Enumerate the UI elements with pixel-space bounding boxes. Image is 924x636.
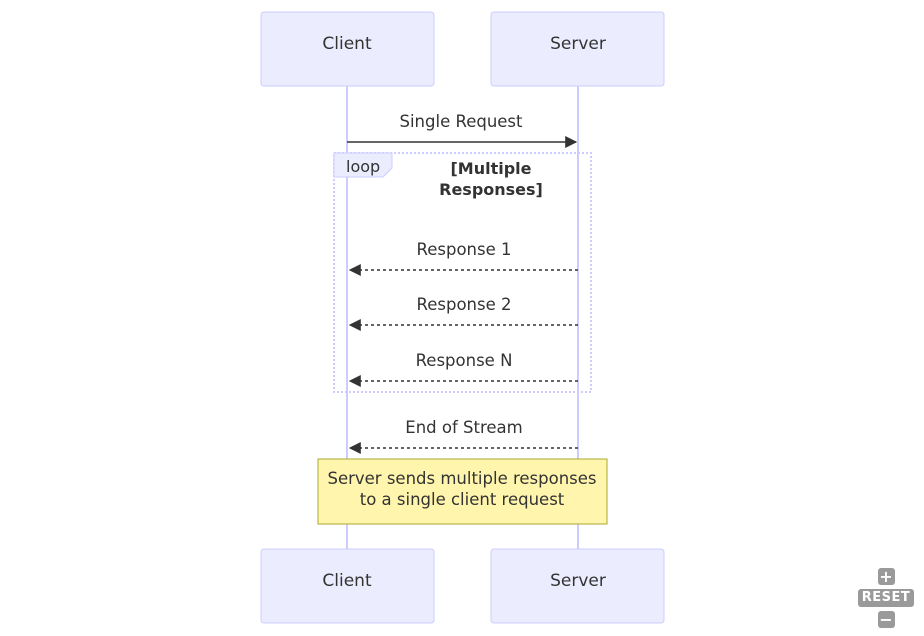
message-single-request-label: Single Request (400, 112, 524, 131)
zoom-in-button[interactable]: + (877, 567, 895, 586)
loop-tab (333, 152, 393, 178)
message-response-1: Response 1 (348, 240, 578, 276)
note-line1: Server sends multiple responses (327, 469, 596, 488)
message-end-of-stream: End of Stream (348, 418, 578, 454)
message-single-request: Single Request (347, 112, 578, 148)
actor-client-bottom-label: Client (322, 571, 372, 591)
actor-server-bottom[interactable]: Server (490, 548, 665, 624)
reset-zoom-button[interactable]: RESET (857, 589, 915, 607)
note: Server sends multiple responses to a sin… (317, 458, 608, 525)
actor-client-top[interactable]: Client (260, 11, 435, 87)
loop-condition-line1: [Multiple (450, 159, 531, 178)
loop-label: loop (346, 157, 380, 176)
message-response-1-label: Response 1 (417, 240, 512, 259)
loop-condition-line2: Responses] (439, 180, 543, 199)
message-response-n-label: Response N (416, 351, 513, 370)
actor-server-top-label: Server (550, 34, 606, 54)
zoom-out-button[interactable]: − (877, 610, 895, 629)
note-line2: to a single client request (360, 490, 565, 509)
message-response-2-label: Response 2 (417, 295, 512, 314)
actor-client-bottom[interactable]: Client (260, 548, 435, 624)
loop-block: loop [Multiple Responses] (333, 152, 592, 393)
actor-server-top[interactable]: Server (490, 11, 665, 87)
actor-client-top-label: Client (322, 34, 372, 54)
message-response-2: Response 2 (348, 295, 578, 331)
message-response-n: Response N (348, 351, 578, 387)
actor-server-bottom-label: Server (550, 571, 606, 591)
zoom-controls: + RESET − (857, 567, 915, 629)
message-end-of-stream-label: End of Stream (405, 418, 522, 437)
